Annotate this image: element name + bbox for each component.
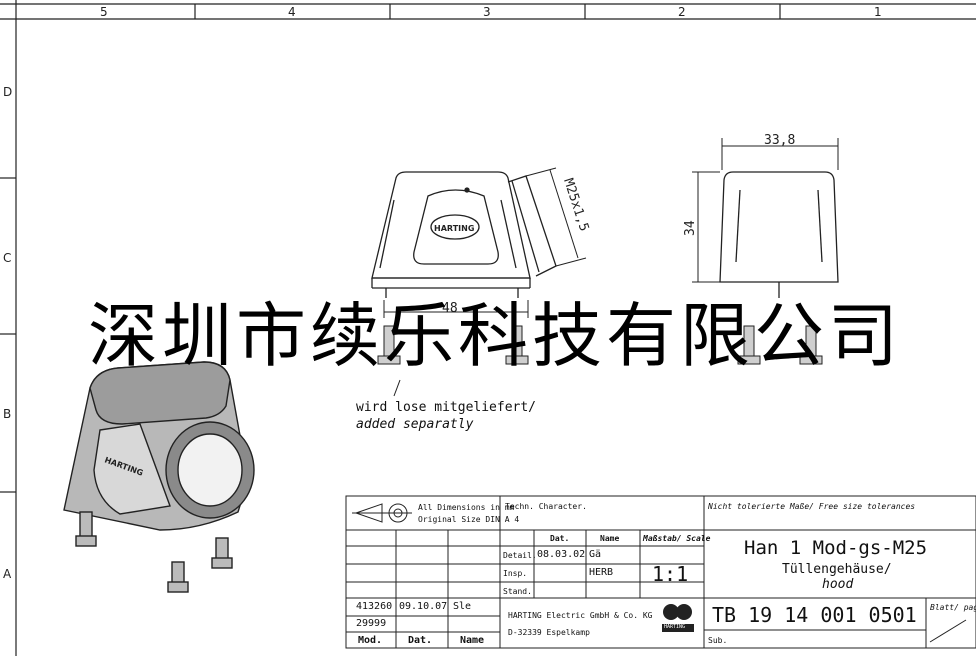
part-number: TB 19 14 001 0501 [712,603,917,627]
zone-label-C: C [3,251,11,265]
product-sub-en: hood [822,577,854,592]
note-en: added separatly [356,417,474,432]
rev1-name: Sle [453,601,472,612]
sheet-label: Blatt/ page [930,603,976,612]
dat-header: Dat. [408,635,433,646]
side-dimensions [692,138,839,283]
zone-label-1: 1 [874,5,882,19]
row-stand: Stand. [503,587,532,596]
title-block [345,495,976,649]
side-width-label: 33,8 [764,133,795,148]
side-view [719,171,839,298]
front-logo: HARTING [434,224,474,233]
zone-label-A: A [3,567,12,581]
zone-label-2: 2 [678,5,686,19]
iso-view [63,361,255,593]
zone-label-3: 3 [483,5,491,19]
watermark-text: 深圳市续乐科技有限公司 [88,295,902,377]
company-address: D-32339 Espelkamp [508,628,590,637]
harting-logo-icon [662,604,694,632]
sub-label: Sub. [708,636,728,645]
front-view [371,171,557,298]
product-title: Han 1 Mod-gs-M25 [744,537,928,559]
col-scale: Maßstab/ Scale [643,534,711,543]
detail-name: Gä [589,549,602,560]
product-sub-de: Tüllengehäuse/ [782,562,892,577]
note-leader [393,379,401,397]
front-width-dimension [383,300,529,318]
rev2-mod: 29999 [356,618,387,629]
col-name: Name [600,534,620,543]
zone-label-B: B [3,407,11,421]
front-thread-label: M25x1,5 [560,177,591,234]
front-thread-dimension [525,167,587,267]
front-width-label: 48 [442,301,458,316]
rev1-date: 09.10.07 [399,601,448,612]
techn-character-label: Techn. Character. [505,502,587,511]
size-label: Original Size DIN A 4 [418,515,520,524]
harting-logo-text: HARTING [664,624,686,630]
zone-label-4: 4 [288,5,296,19]
dimensions-label: All Dimensions in mm [418,503,515,512]
detail-date: 08.03.02 [537,549,586,560]
zone-label-D: D [3,85,12,99]
row-insp: Insp. [503,569,528,578]
zone-label-5: 5 [100,5,108,19]
col-dat: Dat. [550,534,570,543]
insp-name: HERB [589,567,614,578]
mod-header: Mod. [358,635,383,646]
tolerances-label: Nicht tolerierte Maße/ Free size toleran… [708,502,916,511]
projection-symbol-icon [352,503,412,523]
rev1-mod: 413260 [356,601,393,612]
note-de: wird lose mitgeliefert/ [356,400,537,415]
scale-value: 1:1 [652,562,689,586]
row-detail: Detail. [503,551,537,560]
name-header: Name [460,635,485,646]
side-height-label: 34 [683,220,698,236]
company-name: HARTING Electric GmbH & Co. KG [508,611,653,620]
screw-icon [377,325,823,365]
